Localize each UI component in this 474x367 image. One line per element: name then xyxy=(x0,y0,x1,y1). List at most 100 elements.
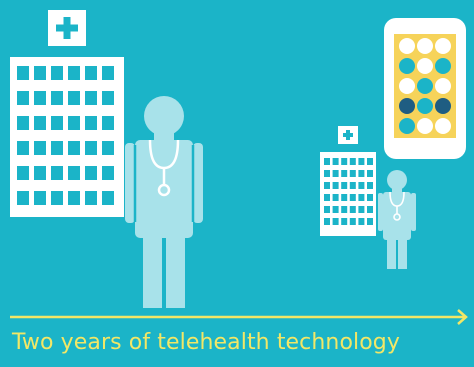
large-hospital-window xyxy=(85,116,97,130)
large-hospital-window xyxy=(102,191,114,205)
phone-dot xyxy=(435,58,451,74)
small-hospital-window xyxy=(349,194,356,201)
small-hospital-window xyxy=(341,158,348,165)
large-hospital-window xyxy=(85,91,97,105)
small-doctor-right-leg xyxy=(398,238,407,269)
phone-dot xyxy=(399,38,415,54)
small-hospital-window xyxy=(358,158,365,165)
large-doctor-neck xyxy=(154,132,174,142)
large-doctor-right-arm xyxy=(193,143,203,223)
small-hospital-window xyxy=(367,218,373,225)
small-doctor-left-arm xyxy=(378,193,383,231)
large-hospital-window xyxy=(51,191,63,205)
small-hospital-window xyxy=(358,182,365,189)
large-doctor-left-arm xyxy=(125,143,135,223)
timeline-arrow xyxy=(10,309,468,325)
small-hospital-window xyxy=(367,182,373,189)
small-doctor-right-arm xyxy=(411,193,416,231)
small-hospital-window xyxy=(367,170,373,177)
phone-dot xyxy=(399,98,415,114)
large-hospital-building xyxy=(10,57,124,217)
phone-dot xyxy=(417,78,433,94)
small-hospital-window xyxy=(358,194,365,201)
small-hospital-window xyxy=(358,206,365,213)
small-hospital-windows xyxy=(324,158,373,225)
phone-dot xyxy=(417,98,433,114)
small-hospital-window xyxy=(332,218,339,225)
small-stethoscope-icon xyxy=(389,191,405,221)
large-hospital-window xyxy=(68,166,80,180)
large-hospital-window xyxy=(34,141,46,155)
small-hospital-window xyxy=(341,206,348,213)
large-hospital-window xyxy=(102,116,114,130)
large-hospital-window xyxy=(68,91,80,105)
large-hospital-window xyxy=(68,116,80,130)
phone-dot xyxy=(417,38,433,54)
small-hospital-window xyxy=(358,218,365,225)
large-hospital-window xyxy=(102,91,114,105)
large-hospital-window xyxy=(17,141,29,155)
phone-dot xyxy=(417,58,433,74)
large-doctor-icon xyxy=(125,96,203,308)
large-hospital-window xyxy=(34,66,46,80)
large-hospital-windows xyxy=(17,66,114,205)
large-hospital-window xyxy=(68,141,80,155)
small-hospital-window xyxy=(367,194,373,201)
small-hospital-window xyxy=(332,170,339,177)
large-hospital-window xyxy=(34,191,46,205)
large-hospital-window xyxy=(85,166,97,180)
small-doctor-icon xyxy=(378,170,416,269)
small-doctor-torso xyxy=(383,192,411,240)
small-hospital-window xyxy=(349,218,356,225)
large-hospital-cross-horizontal xyxy=(56,24,78,32)
small-hospital-window xyxy=(349,170,356,177)
large-hospital-window xyxy=(17,116,29,130)
large-stethoscope-icon xyxy=(148,139,180,197)
small-hospital-window xyxy=(324,158,330,165)
large-hospital-window xyxy=(68,191,80,205)
large-hospital-window xyxy=(102,141,114,155)
large-doctor-head xyxy=(144,96,184,136)
phone-dot xyxy=(435,98,451,114)
large-hospital-window xyxy=(85,191,97,205)
phone-dot xyxy=(399,118,415,134)
large-hospital-window xyxy=(68,66,80,80)
large-hospital-window xyxy=(51,141,63,155)
small-hospital-window xyxy=(341,218,348,225)
small-hospital-window xyxy=(367,206,373,213)
small-doctor-neck xyxy=(392,188,402,193)
small-hospital-window xyxy=(324,170,330,177)
small-hospital-icon xyxy=(320,126,376,236)
small-doctor-head xyxy=(387,170,407,190)
large-hospital-window xyxy=(17,166,29,180)
small-hospital-window xyxy=(341,170,348,177)
large-doctor-left-leg xyxy=(143,236,162,308)
large-hospital-icon xyxy=(10,10,124,217)
small-hospital-window xyxy=(349,158,356,165)
large-hospital-window xyxy=(17,191,29,205)
small-hospital-window xyxy=(324,206,330,213)
large-hospital-window xyxy=(102,166,114,180)
phone-dot xyxy=(435,38,451,54)
large-hospital-window xyxy=(51,66,63,80)
small-hospital-cross-horizontal xyxy=(343,133,353,137)
timeline-arrowhead-icon xyxy=(457,309,468,325)
large-doctor-right-leg xyxy=(166,236,185,308)
phone-dot xyxy=(435,118,451,134)
large-hospital-window xyxy=(51,116,63,130)
large-hospital-window xyxy=(85,66,97,80)
phone-dot xyxy=(399,78,415,94)
small-hospital-window xyxy=(324,218,330,225)
large-hospital-window xyxy=(51,91,63,105)
smartphone-icon xyxy=(384,18,466,159)
smartphone-screen-dots xyxy=(399,38,451,134)
small-hospital-window xyxy=(324,194,330,201)
small-hospital-window xyxy=(341,194,348,201)
small-hospital-window xyxy=(332,194,339,201)
large-hospital-window xyxy=(102,66,114,80)
small-hospital-window xyxy=(341,182,348,189)
phone-dot xyxy=(417,118,433,134)
large-hospital-window xyxy=(85,141,97,155)
